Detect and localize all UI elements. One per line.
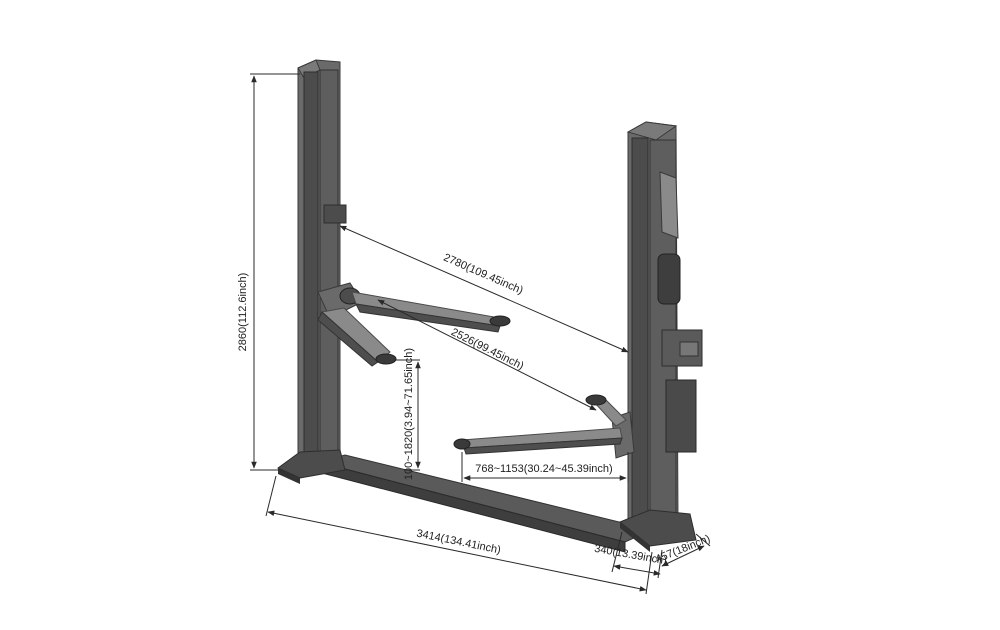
left-front-pad [375, 353, 397, 365]
right-column [619, 121, 703, 552]
right-rear-pad [585, 394, 607, 406]
oil-tank [665, 379, 697, 453]
dim-height: 2860(112.6inch) [237, 73, 300, 471]
right-front-pad [453, 438, 471, 450]
left-column [277, 59, 347, 484]
right-arms [453, 394, 635, 459]
dim-drive-through-label: 2526(99.45inch) [449, 326, 526, 372]
dim-height-label: 2860(112.6inch) [237, 273, 249, 352]
control-panel [659, 171, 679, 239]
dim-arm-reach: 768~1153(30.24~45.39inch) [461, 452, 629, 482]
dim-column-distance-label: 2780(109.45inch) [442, 252, 525, 297]
dim-lifting-height: 100~1820(3.94~71.65inch) [394, 348, 421, 480]
dim-arm-reach-label: 768~1153(30.24~45.39inch) [475, 463, 612, 475]
dim-column-distance: 2780(109.45inch) [339, 225, 629, 353]
left-rear-pad [489, 315, 511, 327]
hose-reel [657, 253, 681, 305]
dim-overall-width-label: 3414(134.41inch) [415, 528, 501, 557]
dim-lifting-height-label: 100~1820(3.94~71.65inch) [403, 348, 415, 480]
